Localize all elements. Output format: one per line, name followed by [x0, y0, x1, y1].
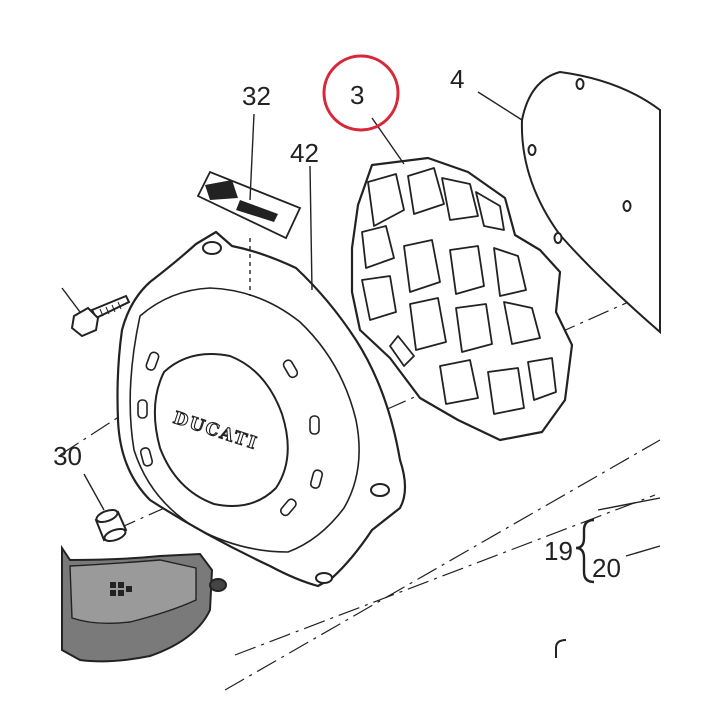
highlight-circle [322, 54, 400, 132]
callout-3: 3 [350, 80, 365, 110]
part-32-decal [196, 170, 302, 240]
callout-32: 32 [242, 81, 271, 111]
callout-42: 42 [290, 138, 319, 168]
callout-19-brace [575, 518, 595, 584]
part-3-damping-pad [350, 156, 574, 442]
callout-30: 30 [53, 443, 82, 469]
callout-4: 4 [450, 64, 465, 94]
part-4-gasket [520, 70, 661, 335]
callout-20: 20 [592, 553, 621, 583]
shaded-guard [61, 544, 227, 663]
part-30-bushing [94, 508, 128, 543]
partial-part [555, 639, 567, 658]
part-42-clutch-cover [116, 230, 407, 588]
callout-19: 19 [544, 536, 573, 566]
leader-lines [61, 91, 661, 557]
mounting-bolt [70, 294, 131, 338]
